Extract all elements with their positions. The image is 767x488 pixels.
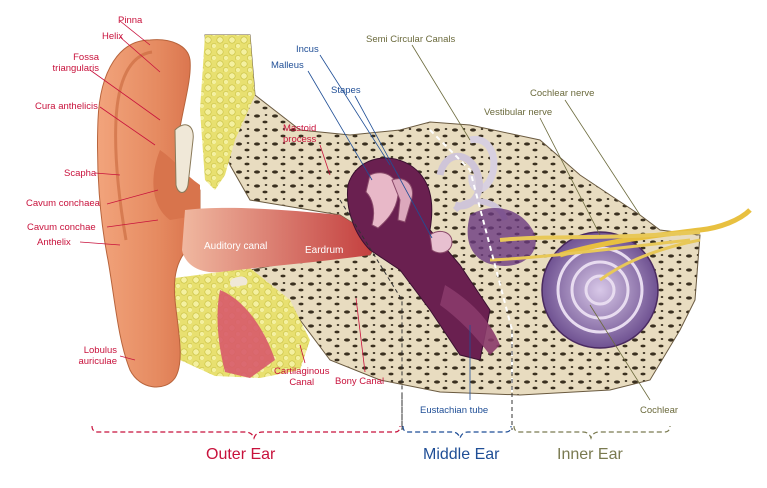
label-eustachian-tube: Eustachian tube bbox=[420, 405, 489, 416]
label-anthelix: Anthelix bbox=[37, 237, 71, 248]
inner-leaders bbox=[411, 44, 651, 401]
label-helix: Helix bbox=[102, 31, 124, 42]
label-vestibular-nerve: Vestibular nerve bbox=[484, 107, 553, 118]
fat-tissue-upper bbox=[200, 35, 255, 190]
label-bony-canal: Bony Canal bbox=[335, 376, 385, 387]
label-malleus: Malleus bbox=[271, 60, 304, 71]
label-cavum-conchaea: Cavum conchaea bbox=[26, 198, 100, 209]
outer-middle-divider bbox=[339, 199, 403, 430]
pinna-shape bbox=[96, 39, 201, 388]
label-semicircular-canals: Semi Circular Canals bbox=[366, 34, 456, 45]
label-eardrum: Eardrum bbox=[305, 245, 344, 256]
section-inner-ear: Inner Ear bbox=[557, 446, 623, 463]
label-scapha: Scapha bbox=[64, 168, 97, 179]
label-incus: Incus bbox=[296, 44, 319, 55]
label-pinna: Pinna bbox=[118, 15, 143, 26]
label-stapes: Stapes bbox=[331, 85, 361, 96]
label-cochlear-nerve: Cochlear nerve bbox=[530, 88, 595, 99]
stapes-shape bbox=[429, 231, 453, 254]
middle-leaders bbox=[307, 54, 471, 400]
label-auditory-canal: Auditory canal bbox=[204, 241, 268, 252]
label-cochlea: Cochlear bbox=[640, 405, 679, 416]
outer-leaders bbox=[79, 20, 366, 373]
label-cura-anthelicis: Cura anthelicis bbox=[35, 101, 98, 112]
inner-ear-bracket bbox=[513, 425, 671, 440]
label-cartilaginous-canal: Cartilaginous Canal bbox=[274, 366, 330, 388]
outer-ear-bracket bbox=[91, 425, 401, 440]
malleus-shape bbox=[365, 172, 399, 229]
label-lobulus-auriculae: Lobulus auriculae bbox=[78, 345, 117, 367]
auditory-canal-shape bbox=[182, 207, 380, 273]
label-mastoid-process: Mastoid process bbox=[283, 123, 317, 145]
helix-rim bbox=[114, 50, 153, 241]
middle-ear-bracket bbox=[402, 425, 512, 440]
label-fossa-triangularis: Fossa triangularis bbox=[52, 52, 99, 74]
eustachian-tube-shape bbox=[440, 285, 500, 355]
section-outer-ear: Outer Ear bbox=[206, 446, 276, 463]
section-middle-ear: Middle Ear bbox=[423, 446, 500, 463]
incus-shape bbox=[391, 178, 414, 223]
label-cavum-conchae: Cavum conchae bbox=[27, 222, 96, 233]
muscle-tissue bbox=[217, 290, 275, 378]
